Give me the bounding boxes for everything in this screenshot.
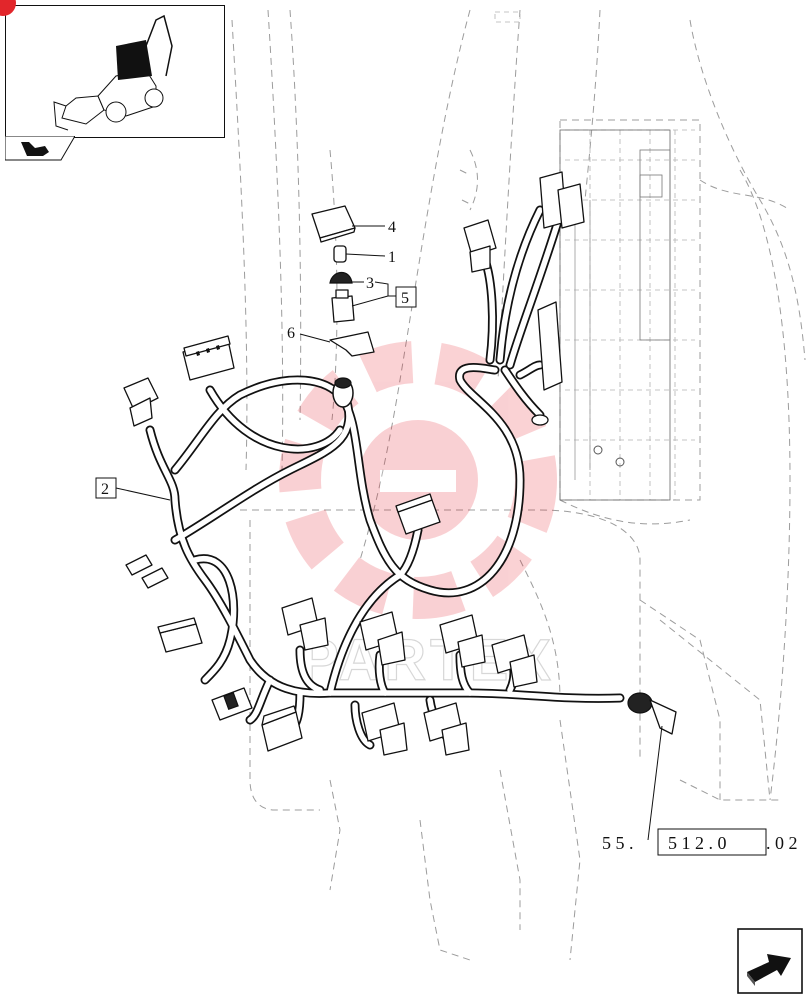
connector-relay-3 xyxy=(439,614,486,668)
thumbnail-frame xyxy=(5,5,225,138)
connector-relay-1 xyxy=(281,597,329,651)
connector-fusebox-side xyxy=(537,301,563,391)
connector-mid xyxy=(395,493,441,535)
flip-page-icon xyxy=(4,135,76,161)
part-3-cap xyxy=(329,271,353,284)
connector-relay-2 xyxy=(359,611,406,666)
connector-fusebox-top xyxy=(539,171,585,229)
reference-code: 5 5 . 5 1 2 . 0 . 0 2 xyxy=(602,725,798,856)
callout-2-label: 2 xyxy=(101,481,109,498)
sensor-plug xyxy=(627,692,677,735)
part-1-bulb xyxy=(333,245,347,263)
connector-left-4 xyxy=(261,705,303,752)
part-6-bracket xyxy=(329,331,375,357)
connector-relay-6 xyxy=(423,702,470,756)
backhoe-loader-thumbnail xyxy=(53,14,173,131)
fuse-relay-box xyxy=(559,129,671,501)
ring-terminal xyxy=(531,414,549,426)
next-page-arrow-icon xyxy=(737,928,803,994)
grommet xyxy=(332,377,354,408)
callout-5: 5 xyxy=(395,286,417,308)
callout-3: 3 xyxy=(351,275,396,307)
callout-4-label: 4 xyxy=(388,219,396,236)
part-3-switch xyxy=(331,289,355,323)
corner-badge xyxy=(0,0,16,16)
connector-left-1 xyxy=(123,377,159,427)
callout-3-label: 3 xyxy=(366,275,374,292)
connector-left-2 xyxy=(157,617,203,653)
main-harness xyxy=(145,205,625,750)
callout-5-label: 5 xyxy=(401,290,409,307)
callout-2: 2 xyxy=(95,477,171,501)
callout-1-label: 1 xyxy=(388,249,396,266)
callout-6-label: 6 xyxy=(287,325,295,342)
callout-1: 1 xyxy=(345,249,396,266)
thumbnail-tab[interactable] xyxy=(4,135,76,161)
connector-top-left xyxy=(182,335,235,381)
connector-left-3 xyxy=(211,687,253,721)
watermark-gear-logo xyxy=(279,341,557,619)
reference-boxed: 5 1 2 . 0 xyxy=(668,833,727,853)
connector-relay-4 xyxy=(491,634,538,688)
part-4-cover xyxy=(311,205,356,243)
next-page-button[interactable] xyxy=(737,928,803,994)
callout-4: 4 xyxy=(352,219,396,236)
reference-suffix: . 0 2 xyxy=(766,833,798,853)
reference-prefix: 5 5 . xyxy=(602,833,634,853)
connector-relay-5 xyxy=(361,702,408,756)
callout-6: 6 xyxy=(287,325,331,343)
connector-top-small xyxy=(463,219,497,273)
connector-left-terminals xyxy=(125,554,169,589)
